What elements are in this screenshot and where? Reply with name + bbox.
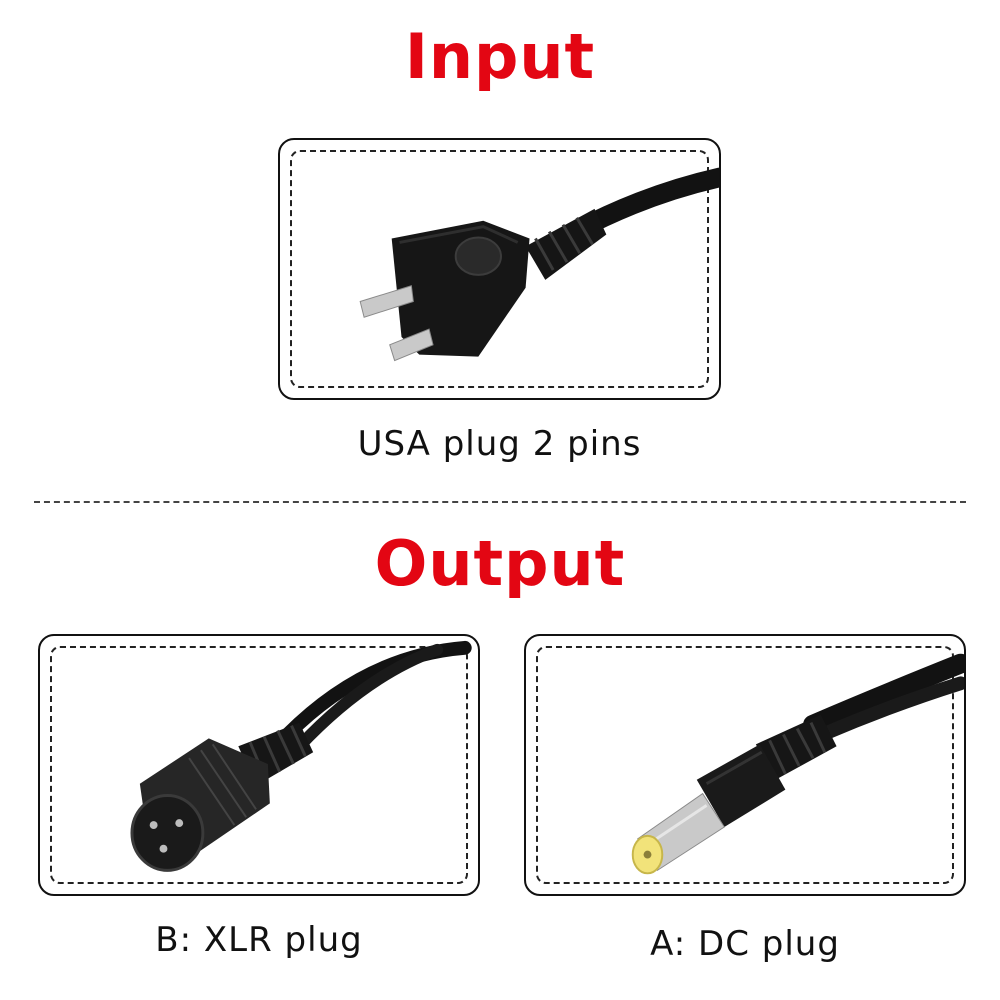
xlr-plug-card	[38, 634, 480, 896]
section-divider	[34, 501, 966, 503]
xlr-caption: B: XLR plug	[155, 920, 363, 960]
dc-caption: A: DC plug	[650, 924, 840, 964]
input-heading: Input	[404, 20, 596, 93]
input-plug-card	[278, 138, 721, 400]
input-plug-frame	[290, 150, 709, 388]
dc-plug-card	[524, 634, 966, 896]
xlr-plug-frame	[50, 646, 468, 884]
dc-plug-icon	[631, 653, 964, 875]
xlr-plug-icon	[130, 640, 472, 872]
output-heading: Output	[374, 527, 626, 600]
two-pin-plug-icon	[359, 167, 719, 362]
input-caption: USA plug 2 pins	[357, 424, 642, 464]
dc-plug-frame	[536, 646, 954, 884]
